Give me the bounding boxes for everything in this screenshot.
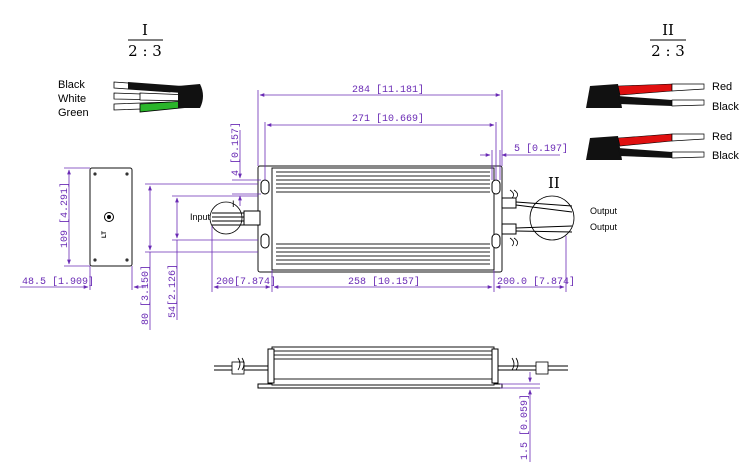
detail-I-wires xyxy=(113,81,203,113)
marker-II: II xyxy=(548,174,560,192)
detail-II-bottom-label-1: Red xyxy=(712,131,732,143)
dim-end-height: 109 [4.291] xyxy=(59,182,71,248)
fins-top xyxy=(276,171,490,193)
dim-overall-length: 284 [11.181] xyxy=(352,84,424,96)
dim-slot-width: 4 [0.157] xyxy=(230,122,242,176)
side-view xyxy=(214,346,568,389)
end-view: LT xyxy=(89,167,133,267)
detail-II-scale: 2 : 3 xyxy=(651,42,685,60)
fins-bottom xyxy=(276,243,490,265)
end-view-dimensions: 109 [4.291] 48.5 [1.909] xyxy=(20,167,146,290)
output-label-2: Output xyxy=(590,222,618,232)
detail-I-scale: 2 : 3 xyxy=(128,42,162,60)
output-label-1: Output xyxy=(590,206,618,216)
dim-input-lead: 200[7.874] xyxy=(216,276,276,288)
detail-II-top-label-1: Red xyxy=(712,81,732,93)
main-top-view xyxy=(209,165,575,273)
side-view-dimensions: 1.5 [0.059] xyxy=(500,372,540,462)
dim-output-lead: 200.0 [7.874] xyxy=(497,276,575,288)
main-view-dimensions: 284 [11.181] 271 [10.669] 5 [0.197] 4 [0… xyxy=(140,84,575,330)
marker-I: I xyxy=(232,199,235,209)
dim-end-width: 48.5 [1.909] xyxy=(22,276,94,288)
detail-II-roman: II xyxy=(662,21,674,39)
end-view-logo-text: LT xyxy=(102,231,108,238)
detail-II-wires-bottom xyxy=(586,133,705,160)
detail-I-wire-label-3: Green xyxy=(58,107,89,119)
dim-body-width: 54[2.126] xyxy=(167,264,179,318)
detail-I-view: I 2 : 3 Black White Green xyxy=(58,21,203,119)
detail-II-wires-top xyxy=(586,83,705,108)
dim-tab-width: 5 [0.197] xyxy=(514,143,568,155)
detail-I-wire-label-1: Black xyxy=(58,79,85,91)
detail-I-roman: I xyxy=(142,21,148,39)
detail-II-bottom-label-2: Black xyxy=(712,150,739,162)
detail-II-view: II 2 : 3 Red Black Red Black xyxy=(586,21,739,162)
detail-II-top-label-2: Black xyxy=(712,101,739,113)
detail-I-wire-label-2: White xyxy=(58,93,86,105)
dim-body-length: 258 [10.157] xyxy=(348,276,420,288)
input-label: Input xyxy=(190,212,211,222)
dim-overall-width: 80 [3.150] xyxy=(140,265,152,325)
dim-mount-pitch: 271 [10.669] xyxy=(352,113,424,125)
dim-base-thickness: 1.5 [0.059] xyxy=(519,394,531,460)
